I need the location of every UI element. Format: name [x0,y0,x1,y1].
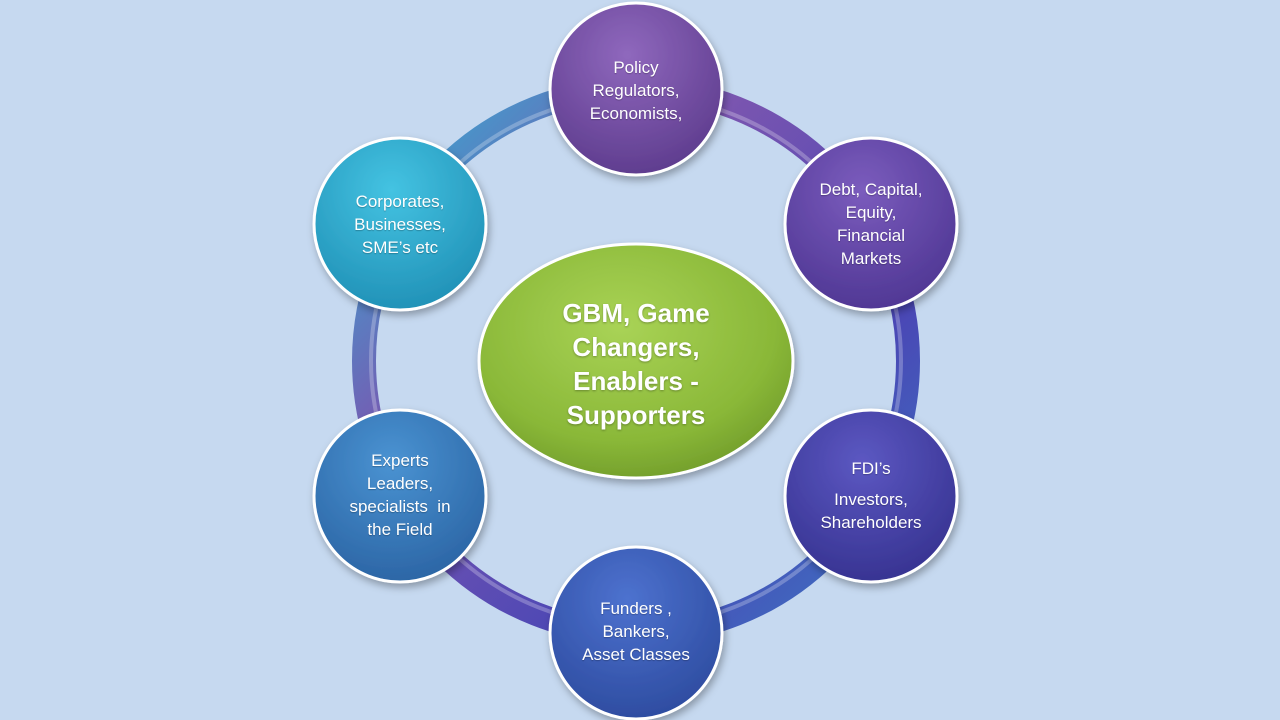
node-finance-line: Financial [836,226,906,245]
node-investors-line: Shareholders [820,512,922,532]
center-ellipse [477,242,795,480]
node-investors-label: FDI’s Investors, Shareholders [791,425,951,565]
center-line: Changers, [572,332,700,362]
node-finance-label: Debt, Capital, Equity, Financial Markets [791,154,951,294]
node-investors-line: Investors, [834,489,908,509]
node-experts-line: specialists in [349,497,451,516]
node-experts-circle [312,408,488,584]
node-corporates-line: Businesses, [354,214,446,234]
center-label: GBM, Game Changers, Enablers - Supporter… [480,250,792,478]
node-experts-label: Experts Leaders, specialists in the Fiel… [320,425,480,565]
node-funders-label: Funders , Bankers, Asset Classes [556,561,716,701]
node-policy-circle [548,1,724,177]
node-finance-line: Equity, [845,203,897,222]
node-funders-circle [548,545,724,720]
node-policy-line: Economists, [589,103,683,123]
node-policy-label: Policy Regulators, Economists, [556,20,716,160]
node-corporates-label: Corporates, Businesses, SME’s etc [320,154,480,294]
node-experts-line: the Field [367,520,433,539]
node-corporates-line: Corporates, [355,191,445,211]
node-funders-line: Asset Classes [582,644,690,664]
node-policy-line: Regulators, [592,80,680,100]
center-line: Supporters [566,400,706,430]
node-finance-circle [783,136,959,312]
node-corporates-circle [312,136,488,312]
node-experts-line: Leaders, [366,474,434,493]
node-funders-line: Bankers, [602,621,670,641]
node-funders-line: Funders , [600,598,672,618]
node-experts-line: Experts [371,451,429,470]
node-investors-circle [783,408,959,584]
node-investors-line: FDI’s [851,458,891,478]
node-policy-line: Policy [613,57,659,77]
center-line: GBM, Game [562,298,710,328]
node-finance-line: Debt, Capital, [819,180,923,199]
node-corporates-line: SME’s etc [361,237,439,257]
node-finance-line: Markets [840,249,902,268]
center-line: Enablers - [573,366,699,396]
